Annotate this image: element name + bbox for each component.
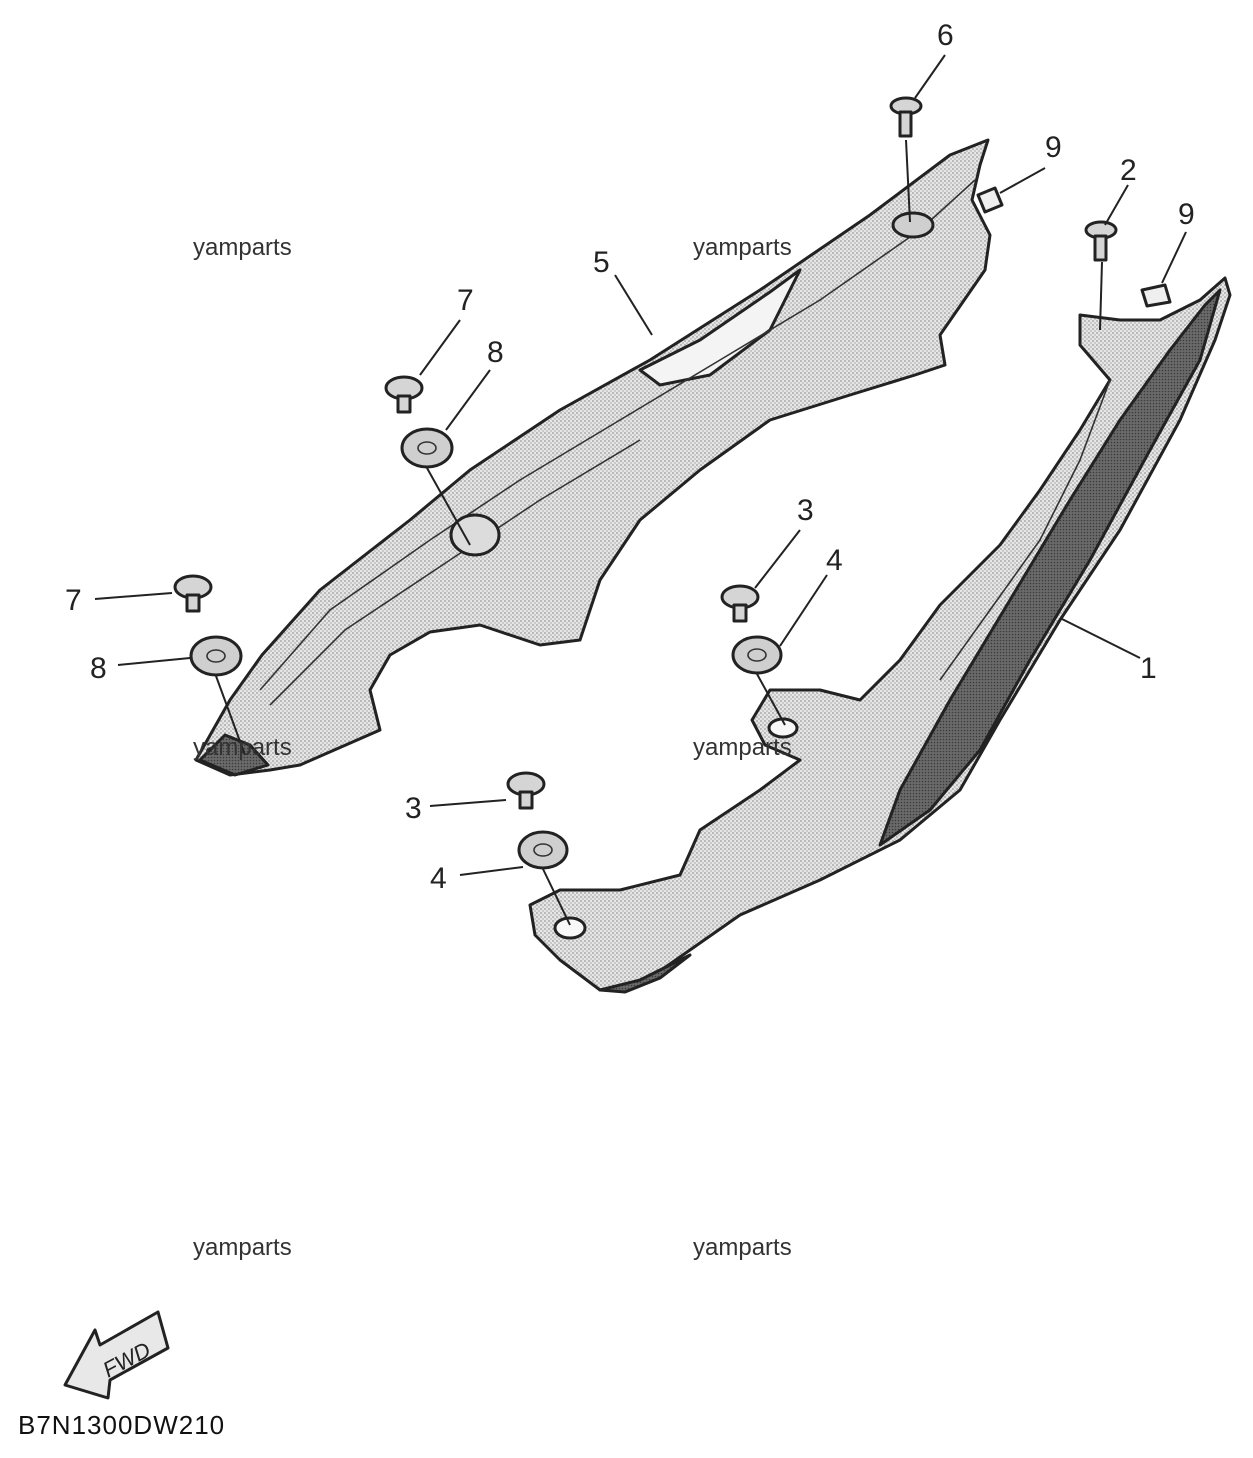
rivet-3b [506,771,546,810]
callout-8: 8 [487,336,504,369]
diagram-code: B7N1300DW210 [18,1410,225,1440]
watermarks: yamparts yamparts yamparts yamparts yamp… [193,234,792,1261]
callout-4: 4 [430,862,447,895]
callout-6: 6 [937,19,954,52]
callout-2: 2 [1120,154,1137,187]
callout-5: 5 [593,246,610,279]
rivet-7b [173,574,213,613]
clip-9b [1140,283,1172,308]
watermark: yamparts [693,734,792,761]
bolt-2 [1084,220,1118,262]
grommet-8a [400,427,454,469]
callout-9: 9 [1178,198,1195,231]
callout-4: 4 [826,544,843,577]
grommet-4a [731,635,783,675]
callout-labels: 1 2 3 3 4 4 5 6 7 7 8 8 9 9 [65,19,1195,895]
watermark: yamparts [693,234,792,261]
watermark: yamparts [193,1234,292,1261]
grommet-4b [517,830,569,870]
clip-9a [976,186,1004,214]
callout-8: 8 [90,652,107,685]
callout-9: 9 [1045,131,1062,164]
watermark: yamparts [693,1234,792,1261]
callout-1: 1 [1140,652,1157,685]
rivet-3a [720,584,760,623]
grommet-8b [189,635,243,677]
leader-lines [94,54,1187,926]
callout-7: 7 [457,284,474,317]
forward-arrow-icon: FWD [63,1310,170,1400]
callout-7: 7 [65,584,82,617]
watermark: yamparts [193,234,292,261]
callout-3: 3 [405,792,422,825]
side-cover-right [528,276,1232,994]
watermark: yamparts [193,734,292,761]
rivet-7a [384,375,424,414]
bolt-6 [889,96,923,138]
callout-3: 3 [797,494,814,527]
side-cover-left [194,138,992,777]
